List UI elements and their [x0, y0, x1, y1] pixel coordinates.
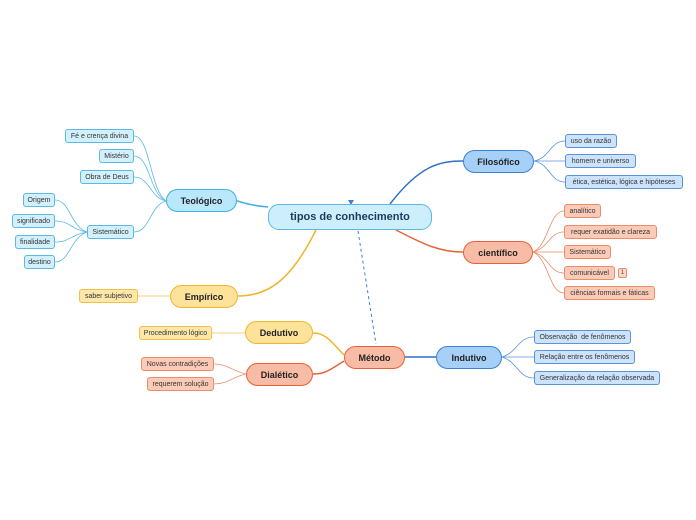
leaf-label: Fé e crença divina	[70, 132, 129, 140]
leaf-teologico-sistematico[interactable]: Sistemático	[87, 225, 134, 239]
leaf-sistematico-origem[interactable]: Origem	[23, 193, 55, 207]
root-topic[interactable]: tipos de conhecimento	[268, 204, 432, 230]
cientifico-leaf-links	[532, 210, 565, 294]
leaf-label: Origem	[27, 196, 51, 204]
leaf-label: finalidade	[20, 238, 50, 246]
note-count-badge[interactable]: 1	[618, 268, 627, 278]
branch-cientifico-label: científico	[478, 247, 518, 258]
branch-indutivo-label: Indutivo	[451, 352, 487, 363]
leaf-filosofico-homem[interactable]: homem e universo	[565, 154, 636, 168]
leaf-filosofico-razao[interactable]: uso da razão	[565, 134, 617, 148]
leaf-dedutivo-procedimento[interactable]: Procedimento lógico	[139, 326, 212, 340]
leaf-label: requerem solução	[152, 380, 209, 388]
leaf-cientifico-comunicavel[interactable]: comunicável	[564, 266, 615, 280]
badge-label: 1	[620, 270, 625, 276]
leaf-cientifico-analitico[interactable]: analítico	[564, 204, 601, 218]
leaf-indutivo-relacao[interactable]: Relação entre os fenômenos	[534, 350, 635, 364]
leaf-label: destino	[28, 258, 51, 266]
branch-dedutivo-label: Dedutivo	[259, 327, 299, 338]
leaf-label: ciências formais e fáticas	[570, 289, 649, 297]
leaf-label: homem e universo	[571, 157, 630, 165]
leaf-filosofico-etica[interactable]: ética, estética, lógica e hipóteses	[565, 175, 683, 189]
leaf-label: requer exatidão e clareza	[571, 228, 650, 236]
leaf-label: uso da razão	[570, 137, 612, 145]
leaf-sistematico-finalidade[interactable]: finalidade	[15, 235, 55, 249]
branch-dialetico[interactable]: Dialético	[246, 363, 313, 386]
branch-metodo-label: Método	[358, 352, 391, 363]
leaf-cientifico-exatidao[interactable]: requer exatidão e clareza	[564, 225, 657, 239]
leaf-teologico-fe[interactable]: Fé e crença divina	[65, 129, 134, 143]
branch-filosofico[interactable]: Filosófico	[463, 150, 534, 173]
branch-cientifico[interactable]: científico	[463, 241, 533, 264]
leaf-cientifico-sistematico[interactable]: Sistemático	[564, 245, 611, 259]
leaf-label: Sistemático	[569, 248, 606, 256]
leaf-label: Obra de Deus	[85, 173, 129, 181]
leaf-label: significado	[16, 217, 51, 225]
leaf-label: Generalização da relação observada	[539, 374, 655, 382]
link-root-filosofico	[389, 160, 464, 205]
leaf-label: Observação de fenômenos	[539, 333, 626, 341]
branch-indutivo[interactable]: Indutivo	[436, 346, 502, 369]
branch-filosofico-label: Filosófico	[477, 156, 520, 167]
link-root-cientifico	[395, 229, 464, 253]
leaf-dialetico-solucao[interactable]: requerem solução	[147, 377, 214, 391]
filosofico-leaf-links	[533, 140, 566, 183]
leaf-label: ética, estética, lógica e hipóteses	[572, 178, 676, 186]
leaf-sistematico-destino[interactable]: destino	[24, 255, 55, 269]
leaf-indutivo-observacao[interactable]: Observação de fenômenos	[534, 330, 631, 344]
branch-dialetico-label: Dialético	[260, 369, 299, 380]
leaf-empirico-saber[interactable]: saber subjetivo	[79, 289, 138, 303]
leaf-label: comunicável	[570, 269, 609, 277]
dialetico-leaf-links	[213, 363, 247, 385]
leaf-teologico-misterio[interactable]: Mistério	[99, 149, 134, 163]
leaf-dialetico-contradicoes[interactable]: Novas contradições	[141, 357, 214, 371]
leaf-indutivo-generalizacao[interactable]: Generalização da relação observada	[534, 371, 660, 385]
leaf-label: Procedimento lógico	[143, 329, 208, 337]
leaf-label: Mistério	[104, 152, 129, 160]
leaf-label: analítico	[569, 207, 596, 215]
leaf-cientifico-ciencias[interactable]: ciências formais e fáticas	[564, 286, 655, 300]
leaf-label: Sistemático	[92, 228, 129, 236]
teologico-leaf-links	[54, 135, 167, 263]
indutivo-leaf-links	[501, 336, 535, 379]
leaf-label: saber subjetivo	[84, 292, 133, 300]
leaf-teologico-obra[interactable]: Obra de Deus	[80, 170, 134, 184]
root-arrow	[348, 200, 354, 205]
branch-teologico-label: Teológico	[180, 195, 223, 206]
link-metodo-dialetico	[312, 360, 345, 375]
branch-empirico[interactable]: Empírico	[170, 285, 238, 308]
link-metodo-dedutivo	[312, 332, 345, 356]
leaf-label: Relação entre os fenômenos	[539, 353, 630, 361]
branch-metodo[interactable]: Método	[344, 346, 405, 369]
link-root-metodo	[357, 230, 377, 345]
leaf-label: Novas contradições	[146, 360, 209, 368]
leaf-sistematico-significado[interactable]: significado	[12, 214, 55, 228]
root-topic-label: tipos de conhecimento	[290, 211, 410, 223]
branch-dedutivo[interactable]: Dedutivo	[245, 321, 313, 344]
link-root-teologico	[236, 200, 269, 208]
branch-empirico-label: Empírico	[184, 291, 224, 302]
branch-teologico[interactable]: Teológico	[166, 189, 237, 212]
link-root-empirico	[237, 229, 317, 297]
